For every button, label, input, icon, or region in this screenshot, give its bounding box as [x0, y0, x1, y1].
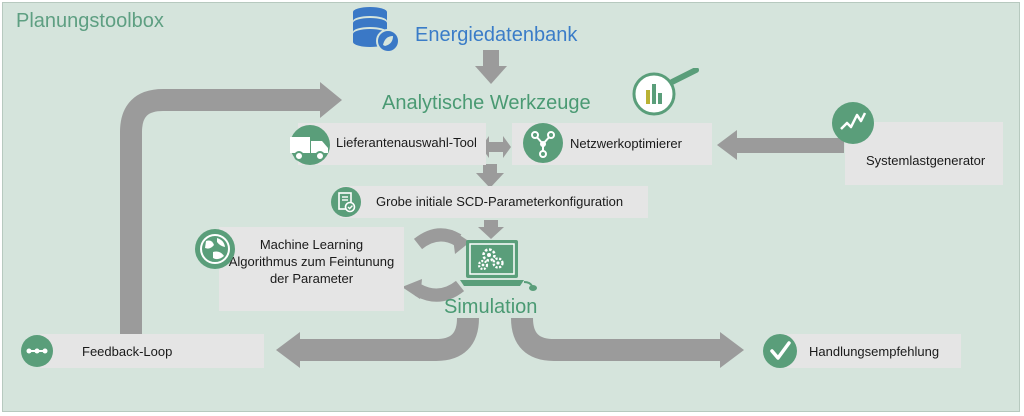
truck-icon	[290, 125, 330, 165]
laptop-gear-icon	[460, 240, 537, 291]
feedback-return-arrow	[120, 89, 320, 343]
diagram-title: Planungstoolbox	[16, 10, 164, 32]
database-icon	[353, 7, 400, 53]
config-to-simulation-arrow	[484, 220, 498, 228]
ml-tuning-line-1: Machine Learning	[259, 237, 364, 252]
simulation-to-feedback-arrow	[300, 317, 479, 361]
ml-upper-curve-arrow	[413, 228, 462, 250]
connector-icon	[21, 335, 53, 367]
feedback-box: Feedback-Loop	[40, 334, 264, 368]
parameter-config-label: Grobe initiale SCD-Parameterkonfiguratio…	[376, 194, 624, 209]
checkmark-icon	[763, 334, 797, 368]
ml-tuning-line-2: Algorithmus zum Feintunung	[228, 254, 395, 269]
load-curve-icon	[832, 102, 874, 144]
analytics-heading: Analytische Werkzeuge	[382, 92, 591, 114]
recommendation-label: Handlungsempfehlung	[809, 344, 940, 359]
load-generator-label: Systemlastgenerator	[866, 153, 986, 168]
parameter-config-box: Grobe initiale SCD-Parameterkonfiguratio…	[340, 186, 648, 218]
simulation-to-recommendation-arrow	[511, 317, 720, 361]
ml-tuning-line-3: der Parameter	[269, 271, 354, 286]
document-check-icon	[331, 187, 361, 217]
database-to-analytics-arrow	[483, 50, 499, 66]
simulation-label: Simulation	[444, 296, 538, 318]
globe-icon	[195, 229, 235, 269]
energy-database-label: Energiedatenbank	[415, 24, 578, 46]
tools-to-config-arrow	[483, 164, 497, 174]
supplier-tool-label: Lieferantenauswahl-Tool	[336, 135, 477, 150]
network-node-icon	[523, 123, 563, 163]
network-optimizer-label: Netzwerkoptimierer	[570, 136, 682, 151]
feedback-label: Feedback-Loop	[82, 344, 173, 359]
load-to-optimizer-arrow	[736, 138, 844, 153]
magnifier-chart-icon	[632, 68, 699, 116]
ml-lower-curve-arrow	[414, 280, 465, 302]
recommendation-box: Handlungsempfehlung	[778, 334, 961, 368]
ml-tuning-box: Machine Learning Algorithmus zum Feintun…	[219, 227, 404, 311]
